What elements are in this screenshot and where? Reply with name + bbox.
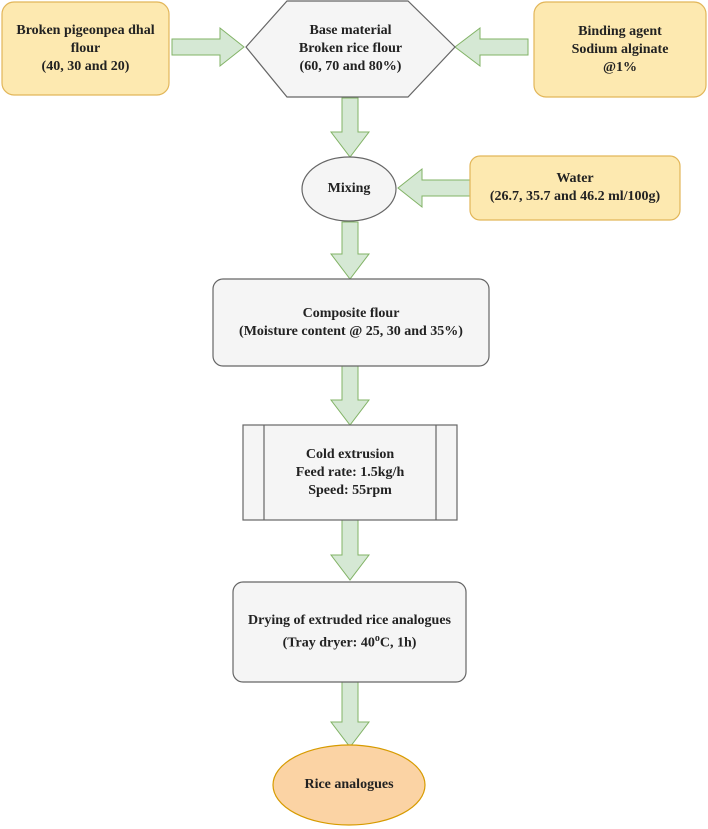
arrows	[171, 26, 529, 748]
arrow-composite-to-extrusion	[329, 365, 371, 426]
base-hexagon	[245, 0, 456, 98]
binder-box	[533, 1, 707, 98]
arrow-pigeonpea-to-base	[171, 26, 245, 68]
extrusion-box	[242, 424, 458, 521]
arrow-base-to-mixing	[329, 97, 371, 158]
arrow-water-to-mixing	[397, 167, 471, 209]
arrow-binder-to-base	[454, 26, 529, 68]
arrow-mixing-to-composite	[329, 221, 371, 280]
mixing-ellipse	[301, 156, 397, 222]
arrow-drying-to-product	[329, 681, 371, 748]
product-ellipse	[272, 744, 426, 826]
composite-box	[212, 278, 490, 367]
water-box	[469, 155, 681, 221]
pigeonpea-box	[1, 1, 170, 96]
arrow-extrusion-to-drying	[329, 519, 371, 581]
drying-box	[232, 581, 467, 683]
